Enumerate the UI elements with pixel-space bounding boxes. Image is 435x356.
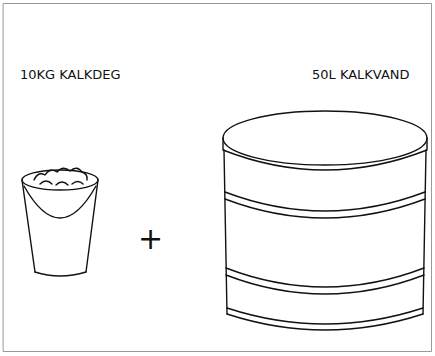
bucket bbox=[22, 168, 98, 276]
quantity-label: 50L KALKVAND bbox=[312, 68, 410, 81]
quantity-label: 10KG KALKDEG bbox=[20, 68, 121, 81]
plus-sign: + bbox=[138, 224, 163, 254]
barrel bbox=[223, 111, 427, 330]
frame bbox=[4, 4, 432, 352]
